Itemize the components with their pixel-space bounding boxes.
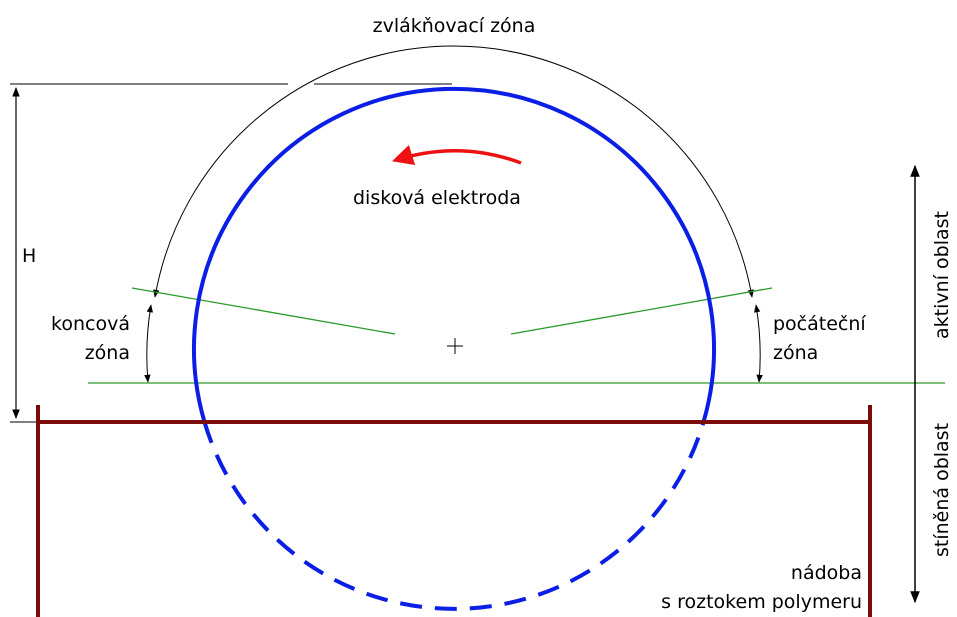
- container: [36, 405, 872, 617]
- height-label: H: [22, 245, 36, 267]
- container-label-line2: s roztokem polymeru: [661, 591, 862, 613]
- center-crosshair-icon: [447, 338, 463, 354]
- end-zone-label-line2: zóna: [85, 342, 130, 364]
- shielded-area-label: stíněná oblast: [931, 423, 953, 557]
- container-label-line1: nádoba: [791, 562, 862, 584]
- start-zone-label-line2: zóna: [773, 342, 818, 364]
- spinning-zone-label: zvlákňovací zóna: [373, 15, 536, 37]
- rotation-arrow-icon: [391, 144, 522, 166]
- start-zone-arc: [754, 304, 763, 383]
- spinning-zone-arc: [153, 45, 754, 298]
- height-dimension: H: [10, 83, 452, 423]
- start-zone-label-line1: počáteční: [773, 313, 866, 335]
- disk-electrode-lower: [202, 421, 706, 611]
- active-area-label: aktivní oblast: [931, 211, 953, 339]
- end-zone-label-line1: koncová: [51, 313, 130, 335]
- disk-electrode-label: disková elektroda: [353, 187, 521, 209]
- end-zone-arc: [144, 304, 153, 383]
- zone-boundary-lines: [88, 287, 945, 384]
- disk-electrode-upper: [192, 86, 716, 423]
